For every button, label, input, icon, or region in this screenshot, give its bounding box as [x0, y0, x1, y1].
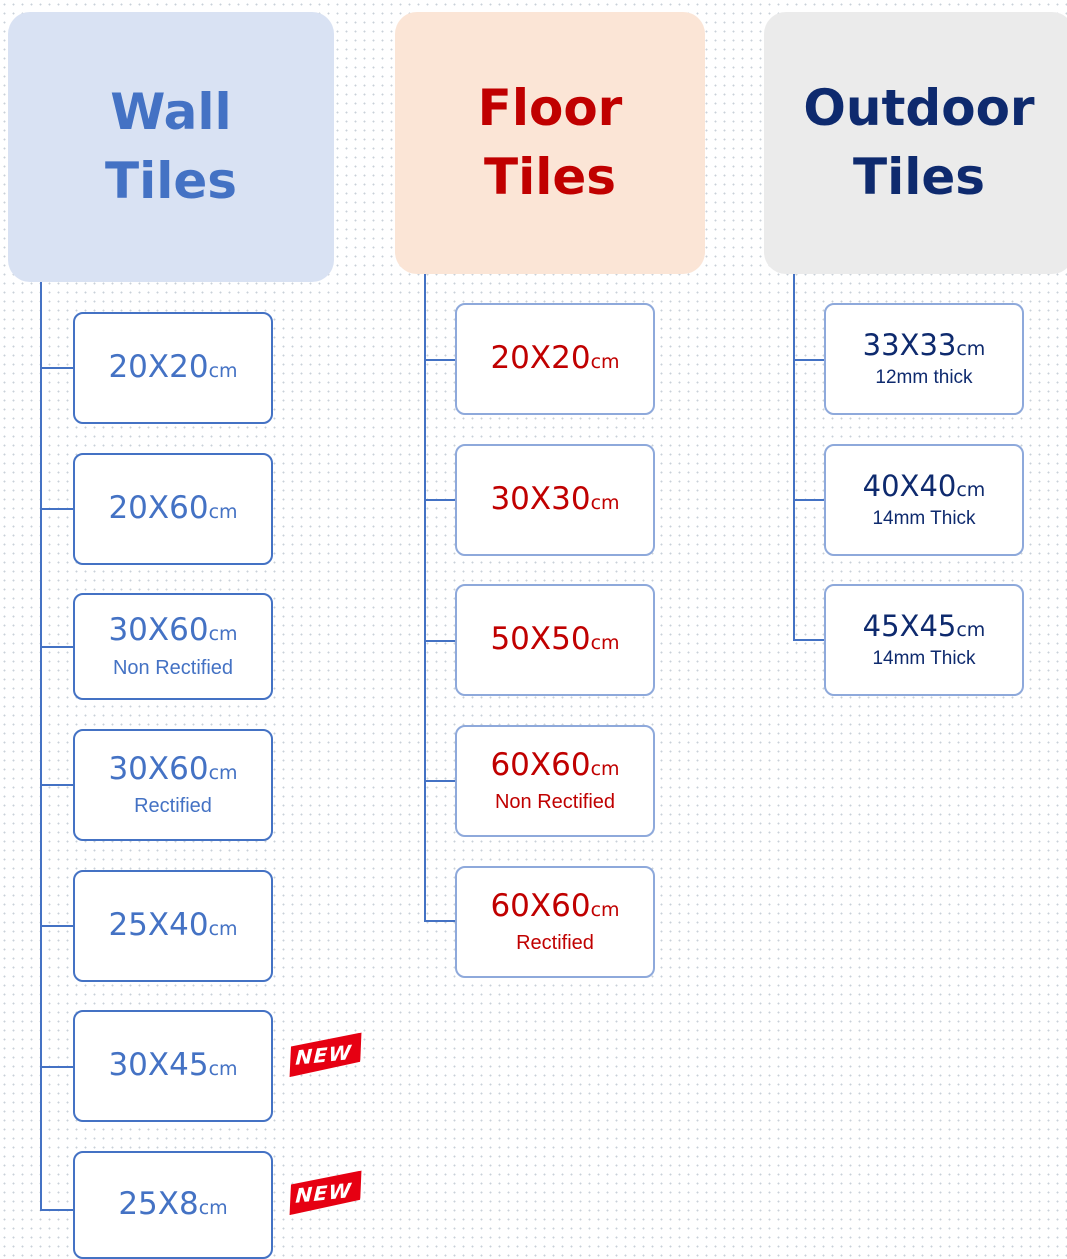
- floor-branch-connector: [424, 640, 456, 642]
- wall-branch-connector: [40, 1066, 74, 1068]
- outdoor-size-box: 33X33cm 12mm thick: [824, 303, 1024, 415]
- size-label: 30X60cm: [108, 612, 238, 649]
- wall-branch-connector: [40, 646, 74, 648]
- header-line: Wall: [110, 83, 232, 141]
- size-note: 14mm Thick: [872, 647, 976, 669]
- floor-size-box: 50X50cm: [455, 584, 655, 696]
- size-note: Rectified: [134, 795, 212, 818]
- wall-branch-connector: [40, 784, 74, 786]
- size-note: 14mm Thick: [872, 507, 976, 529]
- header-line: Floor: [477, 79, 623, 137]
- new-badge: NEW: [284, 1170, 365, 1216]
- outdoor-tree-trunk: [793, 274, 795, 641]
- size-label: 40X40cm: [862, 469, 986, 504]
- wall-branch-connector: [40, 508, 74, 510]
- floor-branch-connector: [424, 920, 456, 922]
- size-label: 33X33cm: [862, 328, 986, 363]
- outdoor-branch-connector: [793, 359, 825, 361]
- wall-tiles-header: Wall Tiles: [8, 12, 334, 282]
- size-note: Rectified: [516, 932, 594, 955]
- size-label: 30X30cm: [490, 481, 620, 518]
- wall-size-box: 25X8cm: [73, 1151, 273, 1259]
- floor-branch-connector: [424, 780, 456, 782]
- wall-size-box: 30X60cm Rectified: [73, 729, 273, 841]
- size-label: 20X20cm: [490, 340, 620, 377]
- size-label: 25X8cm: [118, 1186, 228, 1223]
- size-label: 20X60cm: [108, 490, 238, 527]
- size-label: 60X60cm: [490, 887, 620, 924]
- wall-size-box: 30X60cm Non Rectified: [73, 593, 273, 700]
- wall-size-box: 30X45cm: [73, 1010, 273, 1122]
- header-line: Tiles: [852, 148, 986, 206]
- wall-branch-connector: [40, 367, 74, 369]
- outdoor-tiles-header: Outdoor Tiles: [764, 12, 1067, 274]
- wall-branch-connector: [40, 1209, 74, 1211]
- size-label: 45X45cm: [862, 609, 986, 644]
- floor-size-box: 60X60cm Rectified: [455, 866, 655, 978]
- size-label: 20X20cm: [108, 349, 238, 386]
- floor-size-box: 60X60cm Non Rectified: [455, 725, 655, 837]
- wall-size-box: 20X60cm: [73, 453, 273, 565]
- new-badge: NEW: [284, 1032, 365, 1078]
- size-label: 25X40cm: [108, 907, 238, 944]
- size-label: 30X45cm: [108, 1047, 238, 1084]
- floor-branch-connector: [424, 359, 456, 361]
- outdoor-size-box: 45X45cm 14mm Thick: [824, 584, 1024, 696]
- size-note: 12mm thick: [875, 366, 973, 388]
- floor-tree-trunk: [424, 274, 426, 922]
- outdoor-branch-connector: [793, 499, 825, 501]
- size-note: Non Rectified: [494, 791, 616, 814]
- wall-branch-connector: [40, 925, 74, 927]
- floor-branch-connector: [424, 499, 456, 501]
- header-line: Outdoor: [803, 79, 1035, 137]
- floor-size-box: 20X20cm: [455, 303, 655, 415]
- header-line: Tiles: [483, 148, 617, 206]
- size-note: Non Rectified: [112, 656, 234, 679]
- header-line: Tiles: [104, 152, 238, 210]
- outdoor-size-box: 40X40cm 14mm Thick: [824, 444, 1024, 556]
- wall-tree-trunk: [40, 282, 42, 1211]
- size-label: 30X60cm: [108, 750, 238, 787]
- outdoor-branch-connector: [793, 639, 825, 641]
- size-label: 50X50cm: [490, 621, 620, 658]
- floor-size-box: 30X30cm: [455, 444, 655, 556]
- wall-size-box: 25X40cm: [73, 870, 273, 982]
- floor-tiles-header: Floor Tiles: [395, 12, 705, 274]
- wall-size-box: 20X20cm: [73, 312, 273, 424]
- size-label: 60X60cm: [490, 746, 620, 783]
